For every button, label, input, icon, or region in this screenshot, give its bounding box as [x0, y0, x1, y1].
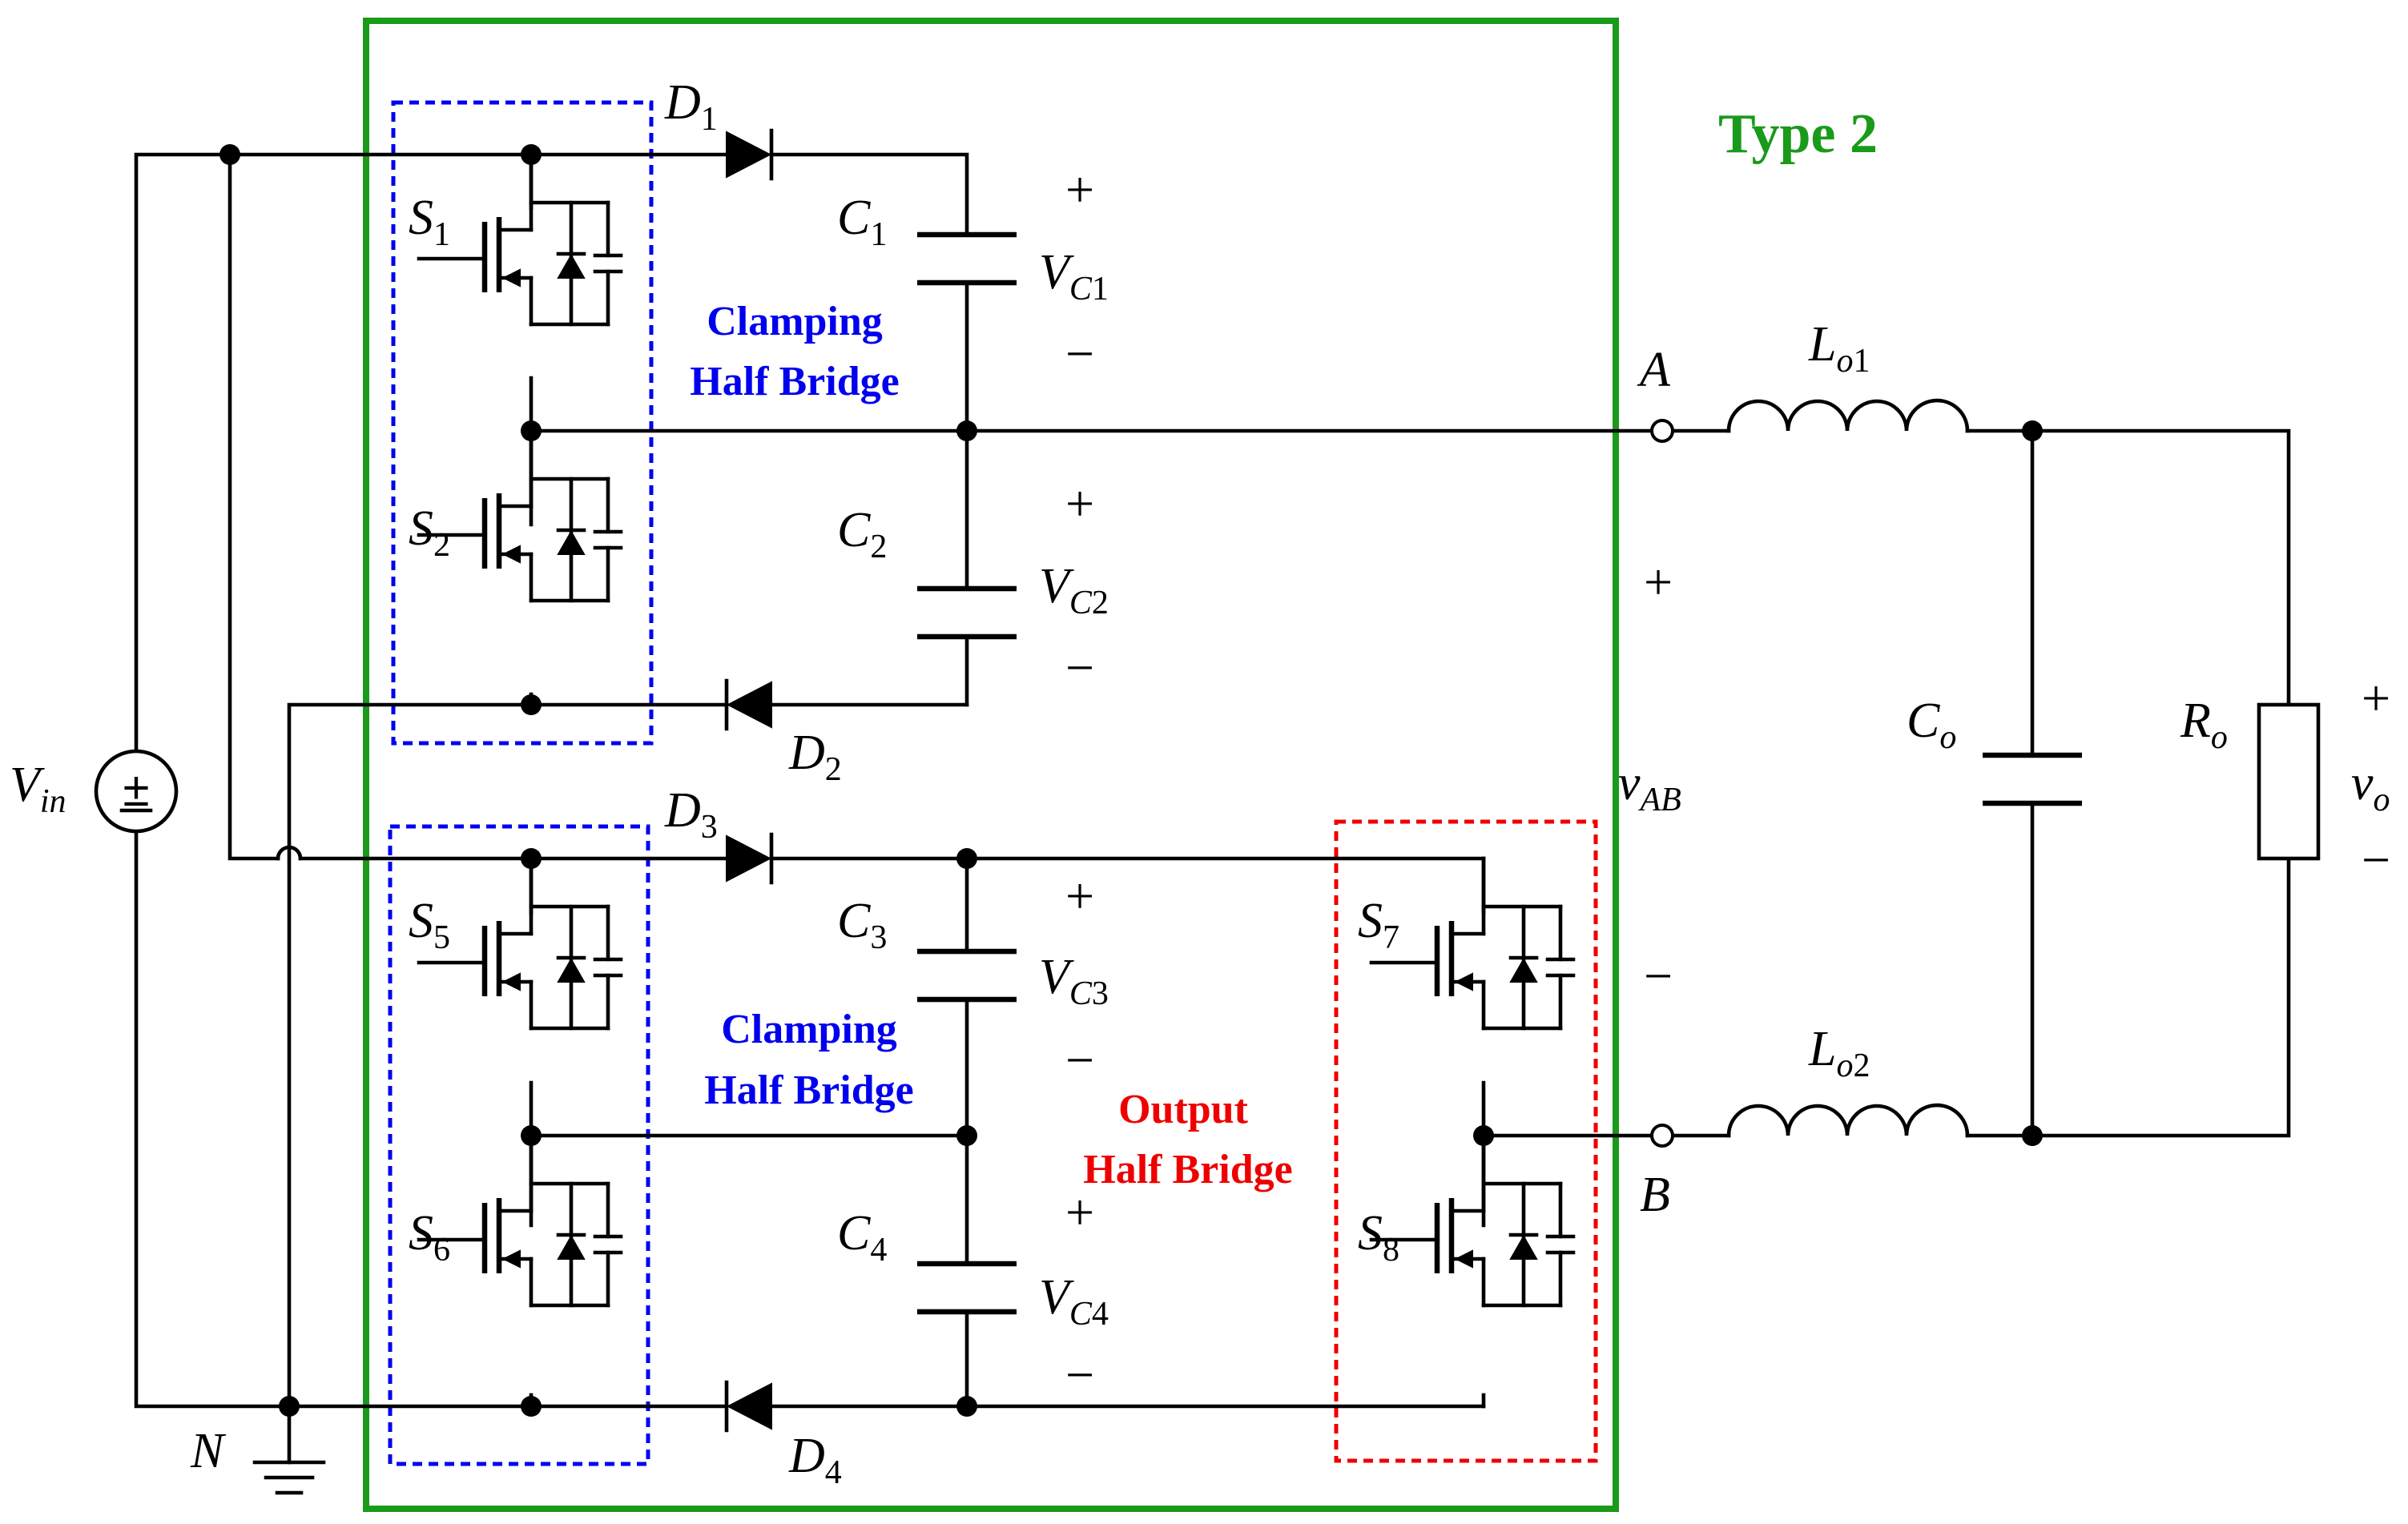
switch-s6	[419, 1136, 621, 1305]
clamping-top-line1: Clamping	[707, 299, 883, 344]
label-c4: C4	[837, 1206, 887, 1269]
inductor-lo2	[1726, 1103, 1970, 1138]
label-vc1: VC1	[1039, 245, 1109, 308]
capacitor-c1	[917, 235, 1017, 283]
label-vo: vo	[2351, 756, 2390, 818]
switch-s7	[1371, 859, 1573, 1028]
label-s2: S2	[409, 501, 450, 564]
label-lo2: Lo2	[1808, 1022, 1870, 1084]
label-vc2: VC2	[1039, 559, 1109, 621]
wiring	[134, 152, 2291, 1495]
label-d4: D4	[788, 1429, 842, 1491]
label-s1: S1	[409, 191, 450, 253]
sign-vc2-minus: −	[1065, 639, 1094, 696]
terminal-a	[1650, 419, 1674, 443]
sign-vo-minus: −	[2362, 831, 2390, 888]
output-frame	[1334, 819, 1598, 1463]
capacitor-c4	[917, 1264, 1017, 1312]
terminal-b	[1650, 1124, 1674, 1148]
switch-s2	[419, 431, 621, 601]
label-vin: Vin	[10, 758, 66, 820]
label-vc3: VC3	[1039, 950, 1109, 1012]
label-vab: vAB	[1618, 756, 1681, 818]
label-co: Co	[1907, 694, 1956, 756]
resistor-ro	[2257, 702, 2321, 861]
sign-vc2-plus: +	[1065, 475, 1094, 532]
label-c1: C1	[837, 191, 887, 253]
clamping-top-line2: Half Bridge	[690, 359, 899, 404]
sign-vo-plus: +	[2362, 670, 2390, 726]
vin-source: ±	[94, 749, 179, 834]
label-s6: S6	[409, 1206, 450, 1269]
label-terminal-b: B	[1640, 1168, 1670, 1222]
label-terminal-a: A	[1637, 343, 1671, 397]
diode-d3	[727, 834, 771, 883]
clamping-bottom-line2: Half Bridge	[704, 1068, 913, 1113]
output-line1: Output	[1118, 1087, 1249, 1132]
label-c3: C3	[837, 894, 887, 956]
sign-vc3-minus: −	[1065, 1031, 1094, 1088]
capacitor-c3	[917, 951, 1017, 999]
label-ground-n: N	[190, 1424, 227, 1478]
sign-vab-minus: −	[1644, 947, 1673, 1004]
vin-source-symbol: ±	[123, 762, 150, 816]
label-lo1: Lo1	[1808, 317, 1870, 380]
clamping-frame-bottom	[388, 824, 650, 1466]
diode-d2	[727, 681, 771, 729]
label-ro: Ro	[2180, 694, 2228, 756]
label-s5: S5	[409, 894, 450, 956]
diode-d1	[727, 131, 771, 179]
label-s8: S8	[1358, 1206, 1399, 1269]
switch-s8	[1371, 1136, 1573, 1305]
label-vc4: VC4	[1039, 1270, 1109, 1333]
sign-vab-plus: +	[1644, 553, 1673, 610]
clamping-bottom-line1: Clamping	[721, 1007, 897, 1052]
diagram-title: Type 2	[1718, 103, 1878, 165]
sign-vc1-minus: −	[1065, 325, 1094, 382]
capacitor-co	[1983, 755, 2082, 803]
diode-d4	[727, 1382, 771, 1430]
inductor-lo1	[1726, 398, 1970, 433]
sign-vc3-plus: +	[1065, 867, 1094, 924]
sign-vc1-plus: +	[1065, 161, 1094, 218]
label-d3: D3	[664, 783, 718, 846]
label-d2: D2	[788, 726, 842, 788]
type2-frame	[363, 18, 1619, 1512]
junction-dots	[219, 144, 2043, 1417]
capacitor-c2	[917, 589, 1017, 637]
sign-vc4-minus: −	[1065, 1346, 1094, 1403]
label-s7: S7	[1358, 894, 1399, 956]
output-line2: Half Bridge	[1083, 1147, 1292, 1192]
label-d1: D1	[664, 75, 718, 138]
clamping-frame-top	[391, 100, 654, 746]
sign-vc4-plus: +	[1065, 1184, 1094, 1241]
label-c2: C2	[837, 503, 887, 565]
